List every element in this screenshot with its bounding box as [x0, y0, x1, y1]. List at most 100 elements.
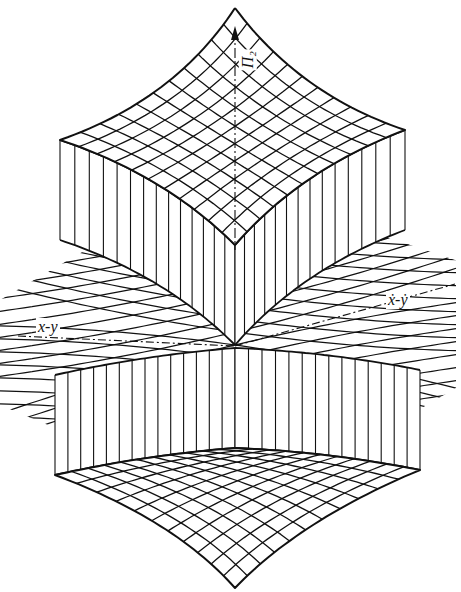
- wall-line: [130, 170, 131, 270]
- grid-line: [211, 464, 387, 564]
- grid-line: [100, 124, 260, 219]
- grid-line: [198, 54, 351, 154]
- wall-line: [168, 191, 169, 291]
- wall-line: [54, 375, 55, 475]
- surface-edge: [60, 8, 405, 245]
- wall-line: [132, 360, 133, 460]
- wall-line: [80, 370, 81, 470]
- wall-line: [203, 217, 204, 317]
- grid-line: [153, 457, 322, 519]
- wall-line: [286, 196, 287, 296]
- grid-line: [119, 114, 274, 206]
- wall-line: [275, 205, 276, 305]
- wall-line: [119, 362, 120, 462]
- wall-line: [143, 176, 144, 276]
- wall-line: [419, 370, 420, 470]
- wall-edge: [55, 348, 235, 375]
- wall-line: [234, 348, 235, 448]
- wall-line: [117, 163, 118, 263]
- wall-line: [264, 215, 265, 315]
- wall-line: [244, 235, 245, 335]
- lower-surface: [55, 348, 420, 588]
- wall-edge: [235, 230, 405, 345]
- wall-line: [67, 372, 68, 472]
- grid-line: [132, 64, 288, 170]
- wall-line: [222, 349, 223, 449]
- wall-edge: [60, 240, 235, 345]
- grid-line: [169, 81, 318, 174]
- wall-line: [214, 226, 215, 326]
- grid-line: [148, 76, 302, 179]
- wall-line: [74, 145, 75, 245]
- wall-line: [196, 352, 197, 452]
- axis-label: x-y: [36, 318, 60, 336]
- grid-line: [208, 116, 368, 221]
- wall-line: [106, 365, 107, 465]
- wall-line: [192, 208, 193, 308]
- wall-line: [348, 156, 349, 256]
- wall-line: [183, 353, 184, 453]
- wall-line: [170, 355, 171, 455]
- grid-line: [194, 107, 351, 209]
- grid-line: [168, 457, 337, 531]
- wall-line: [390, 136, 391, 236]
- axis-label: Π₂: [239, 49, 257, 70]
- axis-label: ẋ-ẏ: [386, 291, 410, 309]
- wall-line: [355, 359, 356, 459]
- wall-line: [209, 350, 210, 450]
- wall-line: [234, 348, 235, 448]
- grid-line: [224, 24, 387, 137]
- grid-line: [137, 460, 306, 530]
- surface-edge: [55, 448, 420, 588]
- wall-line: [315, 354, 316, 454]
- wall-line: [275, 350, 276, 450]
- axis-line: [18, 336, 235, 346]
- wall-edge: [235, 348, 420, 370]
- wall-line: [59, 140, 60, 240]
- grid-line: [88, 468, 261, 564]
- axis-line: [234, 30, 235, 250]
- wall-line: [180, 200, 181, 300]
- wall-line: [288, 351, 289, 451]
- wall-line: [302, 353, 303, 453]
- grid-line: [136, 104, 287, 195]
- axis-arrowhead: [231, 26, 239, 40]
- grid-line: [81, 132, 248, 231]
- surface-fill: [60, 8, 405, 245]
- wall-line: [234, 245, 235, 345]
- wall-line: [224, 235, 225, 335]
- upper-surface: [60, 8, 405, 345]
- grid-line: [202, 451, 378, 489]
- grid-line: [224, 467, 404, 576]
- grid-line: [222, 123, 386, 232]
- grid-line: [183, 459, 354, 542]
- grid-line: [180, 98, 334, 199]
- wall-line: [93, 367, 94, 467]
- wall-line: [298, 187, 299, 287]
- surface-fill: [55, 448, 420, 588]
- wall-line: [361, 149, 362, 249]
- wall-line: [335, 163, 336, 263]
- wall-line: [234, 245, 235, 345]
- wall-line: [248, 349, 249, 449]
- grid-line: [71, 472, 247, 576]
- grid-line: [164, 87, 318, 188]
- wall-line: [103, 157, 104, 257]
- grid-line: [152, 455, 321, 521]
- wall-line: [254, 224, 255, 324]
- wall-line: [341, 357, 342, 457]
- wall-line: [156, 184, 157, 284]
- wall-line: [368, 361, 369, 461]
- wall-line: [322, 171, 323, 271]
- wall-line: [261, 349, 262, 449]
- wall-line: [381, 363, 382, 463]
- wall-line: [375, 142, 376, 242]
- wall-line: [157, 356, 158, 456]
- wall-line: [394, 365, 395, 465]
- wall-line: [309, 179, 310, 279]
- grid-line: [121, 462, 290, 541]
- wall-line: [328, 356, 329, 456]
- wall-line: [89, 151, 90, 251]
- wall-line: [407, 368, 408, 468]
